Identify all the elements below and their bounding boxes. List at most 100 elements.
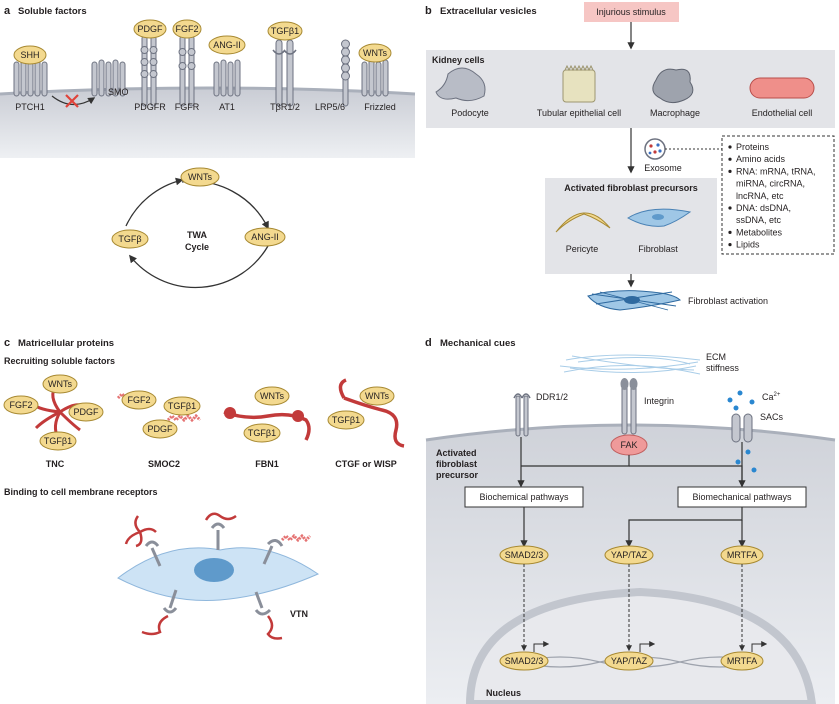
at1-receptor bbox=[213, 59, 241, 97]
smoc2-tgfb1-label: TGFβ1 bbox=[168, 401, 196, 411]
cargo-item: lncRNA, etc bbox=[736, 191, 784, 201]
twa-cycle: WNTs ANG-II TGFβ TWA Cycle bbox=[111, 167, 286, 289]
tnc-pdgf-ligand bbox=[68, 402, 104, 422]
panel-c-title: Matricellular proteins bbox=[18, 338, 114, 349]
panel-b-title: Extracellular vesicles bbox=[440, 6, 537, 17]
ddr-receptor bbox=[513, 393, 531, 437]
cell-label-line1: Activated bbox=[436, 448, 477, 458]
tnc-pdgf-label: PDGF bbox=[73, 407, 99, 417]
inhibition-cross-icon bbox=[65, 94, 79, 108]
macrophage-label: Macrophage bbox=[650, 108, 700, 118]
tgfb1-label: TGFβ1 bbox=[271, 26, 299, 36]
pericyte-icon bbox=[555, 212, 611, 233]
activation-label: Fibroblast activation bbox=[688, 296, 768, 306]
fak-label: FAK bbox=[620, 440, 637, 450]
smad-cyto-label: SMAD2/3 bbox=[505, 550, 544, 560]
cell-label-line3: precursor bbox=[436, 470, 479, 480]
at1-label: AT1 bbox=[219, 102, 235, 112]
fibroblast-label: Fibroblast bbox=[638, 244, 678, 254]
cargo-item: RNA: mRNA, tRNA, bbox=[736, 166, 816, 176]
integrin-receptor bbox=[620, 378, 638, 435]
ptch1-receptor bbox=[13, 59, 48, 97]
panel-b-letter: b bbox=[425, 5, 432, 17]
cargo-item: Lipids bbox=[736, 240, 760, 250]
vtn-fibers bbox=[124, 512, 312, 640]
ctgf-protein bbox=[338, 378, 405, 448]
cargo-box bbox=[721, 135, 835, 255]
panel-c: c Matricellular proteins Recruiting solu… bbox=[3, 337, 405, 640]
mrtfa-nuc-protein bbox=[720, 651, 764, 671]
vtn-label: VTN bbox=[290, 609, 308, 619]
podocyte-icon bbox=[435, 67, 486, 102]
cycle-arrow-tgfb-wnts bbox=[125, 177, 184, 227]
cycle-center-line2: Cycle bbox=[185, 242, 209, 252]
cargo-bullet bbox=[728, 169, 732, 173]
endothelial-label: Endothelial cell bbox=[752, 108, 813, 118]
fgf2-ligand bbox=[172, 19, 202, 39]
cycle-angii-ligand bbox=[244, 227, 286, 247]
frizzled-label: Frizzled bbox=[364, 102, 396, 112]
cycle-arrow-wnts-angii bbox=[181, 180, 269, 230]
cargo-item: Amino acids bbox=[736, 154, 786, 164]
yap-nuc-protein bbox=[604, 651, 654, 671]
cycle-wnts-ligand bbox=[180, 167, 220, 187]
cycle-wnts-label: WNTs bbox=[188, 172, 212, 182]
angii-label: ANG-II bbox=[213, 40, 241, 50]
precursors-title: Activated fibroblast precursors bbox=[564, 183, 698, 193]
fbn1-tgfb1-ligand bbox=[243, 423, 281, 443]
shh-ligand bbox=[13, 45, 47, 65]
tbr-label: TβR1/2 bbox=[270, 102, 300, 112]
nucleus-label: Nucleus bbox=[486, 688, 521, 698]
injurious-stimulus-box bbox=[584, 2, 679, 22]
smoc2-pdgf-ligand bbox=[142, 419, 178, 439]
exosome-label: Exosome bbox=[644, 163, 682, 173]
ctgf-name: CTGF or WISP bbox=[335, 459, 397, 469]
vtn-receptors bbox=[144, 522, 284, 616]
ctgf-tgfb1-label: TGFβ1 bbox=[332, 415, 360, 425]
injurious-stimulus-label: Injurious stimulus bbox=[596, 7, 666, 17]
cargo-item: Metabolites bbox=[736, 227, 783, 237]
biomech-yap-arrow bbox=[625, 507, 743, 548]
panel-c-letter: c bbox=[4, 337, 10, 349]
fgfr-receptor bbox=[178, 35, 196, 107]
fgf2-label: FGF2 bbox=[175, 24, 198, 34]
angii-ligand bbox=[208, 35, 246, 55]
tnc-fgf2-label: FGF2 bbox=[9, 400, 32, 410]
biomechanical-pathways-label: Biomechanical pathways bbox=[692, 492, 792, 502]
tgfb1-ligand bbox=[267, 21, 303, 41]
smoc2-fgf2-ligand bbox=[121, 390, 157, 410]
panel-d-letter: d bbox=[425, 337, 432, 349]
smo-label: SMO bbox=[108, 87, 129, 97]
smo-receptor bbox=[91, 59, 126, 97]
panel-a-title: Soluble factors bbox=[18, 6, 87, 17]
nucleus-body bbox=[465, 587, 817, 704]
ddr-label: DDR1/2 bbox=[536, 392, 568, 402]
sacs-label: SACs bbox=[760, 412, 784, 422]
panel-d-membrane bbox=[425, 423, 836, 442]
podocyte-label: Podocyte bbox=[451, 108, 489, 118]
ecm-line1: ECM bbox=[706, 352, 726, 362]
panel-a-letter: a bbox=[4, 5, 11, 17]
tnc-tgfb1-label: TGFβ1 bbox=[44, 436, 72, 446]
tnc-name: TNC bbox=[46, 459, 65, 469]
tnc-tgfb1-ligand bbox=[39, 431, 77, 451]
cargo-item: DNA: dsDNA, bbox=[736, 203, 791, 213]
pdgfr-label: PDGFR bbox=[134, 102, 166, 112]
ctgf-tgfb1-ligand bbox=[327, 410, 365, 430]
pericyte-label: Pericyte bbox=[566, 244, 599, 254]
yap-nuc-label: YAP/TAZ bbox=[611, 656, 648, 666]
cycle-center-line1: TWA bbox=[187, 230, 207, 240]
sacs-channel bbox=[731, 413, 753, 443]
smad-nuc-protein bbox=[499, 651, 549, 671]
smad-nuc-label: SMAD2/3 bbox=[505, 656, 544, 666]
panel-c-sub1: Recruiting soluble factors bbox=[4, 356, 115, 366]
calcium-ions bbox=[727, 390, 757, 473]
ecm-line2: stiffness bbox=[706, 363, 739, 373]
shh-label: SHH bbox=[20, 50, 39, 60]
lrp-receptor bbox=[341, 39, 350, 107]
smoc2-tgfb1-ligand bbox=[163, 396, 201, 416]
lrp-label: LRP5/6 bbox=[315, 102, 345, 112]
tubular-microvilli bbox=[564, 64, 594, 72]
